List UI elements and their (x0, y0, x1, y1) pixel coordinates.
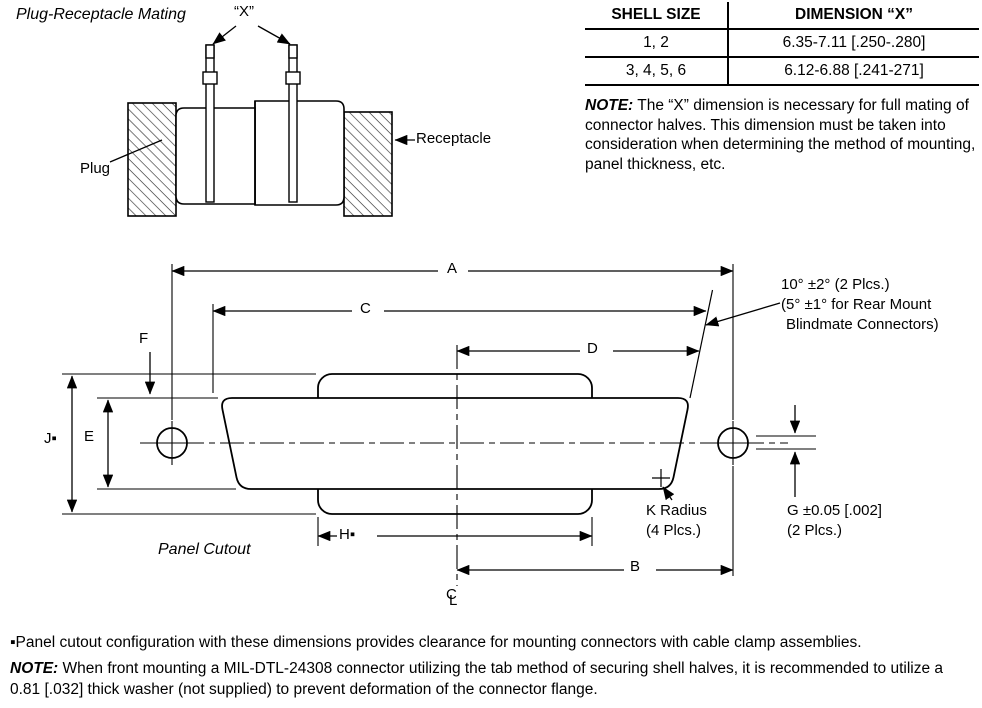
dim-label-b: B (630, 558, 641, 575)
panel-cutout-shapes (140, 289, 788, 586)
centerline-symbol: C L (446, 586, 458, 609)
dim-label-f: F (139, 330, 149, 347)
panel-hatch-right (343, 111, 393, 217)
cell-dimension-x: 6.35-7.11 [.250-.280] (728, 29, 979, 58)
dim-label-d: D (587, 340, 598, 357)
receptacle-body (254, 100, 345, 206)
mounting-note-text: When front mounting a MIL-DTL-24308 conn… (10, 660, 944, 698)
centerline-symbol-c: C (446, 586, 457, 603)
mating-annotation-leaders (109, 25, 415, 163)
angled-edge-extension (689, 289, 714, 399)
k-radius-cross (652, 469, 670, 487)
panel-hatch-left (127, 102, 177, 217)
dim-label-c: C (360, 300, 371, 317)
plug-label: Plug (80, 160, 111, 177)
note-text: The “X” dimension is necessary for full … (585, 97, 976, 174)
table-row: 1, 2 6.35-7.11 [.250-.280] (585, 29, 979, 58)
centerline-symbol-l: L (449, 592, 458, 609)
dim-label-j: J▪ (44, 430, 57, 447)
mating-diagram-shapes (127, 100, 393, 217)
receptacle-label: Receptacle (416, 130, 492, 147)
table-row: 3, 4, 5, 6 6.12-6.88 [.241-271] (585, 57, 979, 86)
table-header-dimension-x: DIMENSION “X” (728, 2, 979, 30)
cell-shell-size: 1, 2 (585, 29, 729, 58)
panel-cutout-title: Panel Cutout (158, 541, 251, 558)
angle-note-line2: (5° ±1° for Rear Mount (781, 296, 932, 313)
cell-shell-size: 3, 4, 5, 6 (585, 57, 729, 86)
jackscrews (202, 44, 301, 203)
x-dimension-note: NOTE: The “X” dimension is necessary for… (585, 96, 982, 175)
angle-note-line1: 10° ±2° (2 Plcs.) (781, 276, 890, 293)
note-label: NOTE: (585, 97, 634, 114)
k-radius-label-line2: (4 Plcs.) (646, 522, 702, 539)
angle-note-line3: Blindmate Connectors) (786, 316, 939, 333)
dimension-lines (62, 264, 816, 576)
table-header-shell-size: SHELL SIZE (585, 2, 729, 30)
g-dimension-label-line2: (2 Plcs.) (787, 522, 843, 539)
dim-label-h: H▪ (339, 526, 356, 543)
g-dimension-label-line1: G ±0.05 [.002] (787, 502, 882, 519)
panel-cutout-footnote: ▪Panel cutout configuration with these d… (10, 634, 862, 651)
dim-label-a: A (447, 260, 458, 277)
mating-diagram-title: Plug-Receptacle Mating (16, 6, 186, 23)
mounting-note-label: NOTE: (10, 660, 59, 677)
plug-body (175, 107, 256, 205)
mounting-note: NOTE: When front mounting a MIL-DTL-2430… (10, 659, 976, 701)
k-radius-label-line1: K Radius (646, 502, 707, 519)
dim-label-e: E (84, 428, 95, 445)
x-dimension-label: “X” (234, 3, 254, 20)
shell-size-table: SHELL SIZE DIMENSION “X” 1, 2 6.35-7.11 … (585, 2, 979, 86)
cell-dimension-x: 6.12-6.88 [.241-271] (728, 57, 979, 86)
table-header-row: SHELL SIZE DIMENSION “X” (585, 2, 979, 30)
